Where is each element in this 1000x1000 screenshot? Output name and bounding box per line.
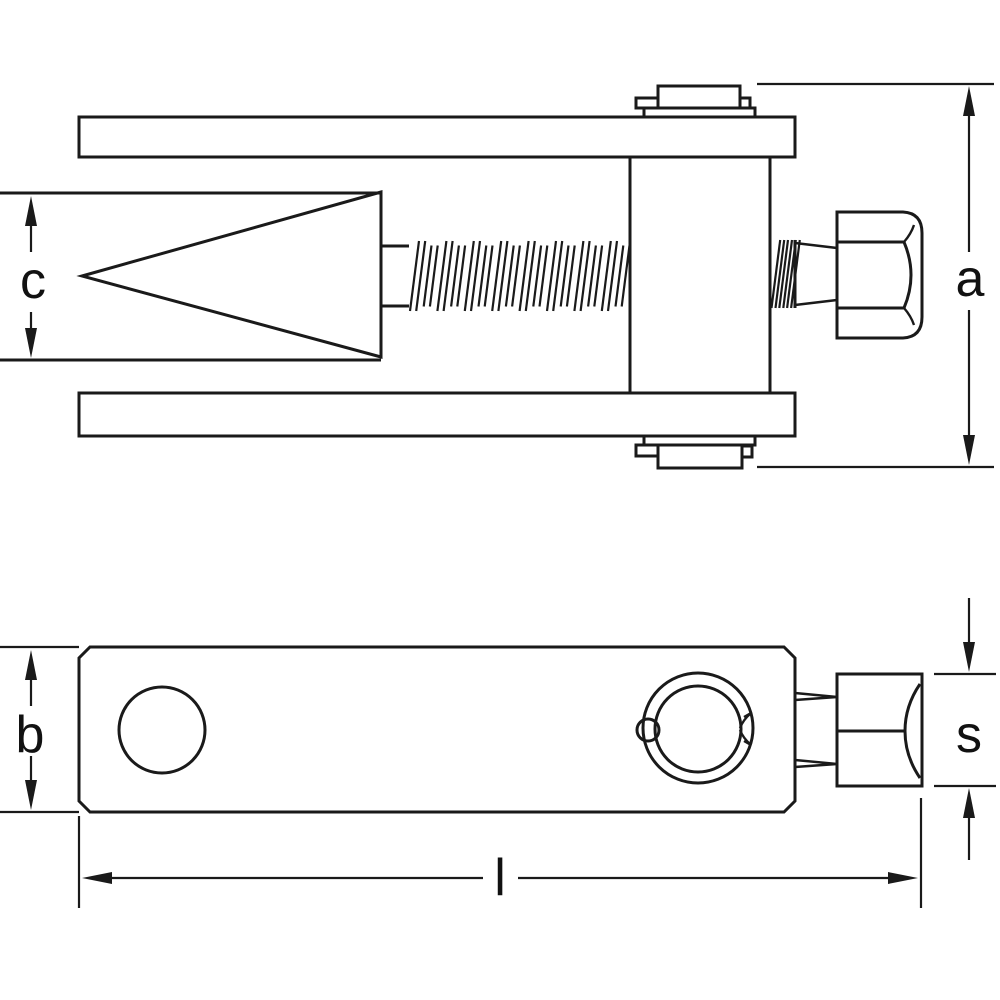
dimension-b-extension-lines [0,645,79,814]
side-view [0,84,924,470]
screw-thread-left [408,240,631,312]
retaining-ring-outer [641,671,755,785]
shank-taper-lines [794,241,838,307]
dimension-l-extension-lines [77,798,923,908]
dimension-s-arrow-up [963,788,975,818]
dimension-a-arrow-up [963,86,975,116]
upper-nut [656,84,742,110]
plan-view [77,645,924,814]
dimension-c-arrow-up [25,196,37,226]
ring-eye-hole [635,717,661,743]
dimension-l: l [77,798,923,908]
dimension-c-arrow-down [25,328,37,358]
lower-lock-nut [634,434,757,470]
upper-lock-nut [634,84,757,119]
hex-head-facet-arc [902,241,913,309]
clevis-pin [653,684,743,774]
dimension-b-arrow-up [25,650,37,680]
ring-split-ears [738,711,752,747]
pin-bore [117,685,207,775]
dimension-a: a [757,82,994,469]
lower-nut-right-tab [740,444,754,459]
dimension-s: s [934,598,996,860]
upper-washer [642,106,757,119]
dimension-a-label: a [956,250,985,308]
lower-nut-left-tab [634,443,660,458]
hex-head-corner-arcs [903,224,916,326]
dimension-b-arrow-down [25,780,37,810]
top-jaw-bar [77,115,797,159]
hex-head-facet-lines [837,240,904,310]
dimension-c: c [20,196,46,358]
dimension-s-extension-lines [934,672,996,788]
center-block [628,157,772,393]
hex-nut-facet-arcs [903,683,922,779]
dimension-b: b [0,645,79,814]
spreading-wedge [76,190,383,359]
bottom-jaw-bar [77,391,797,438]
dimension-a-extension-lines [757,82,994,469]
dimension-s-label: s [956,706,982,764]
jaw-opening-lines [0,191,381,362]
dimension-s-arrow-down [963,642,975,672]
clevis-body [77,645,797,814]
shank-stub-lines [794,691,838,769]
hex-drive-head [835,210,924,340]
dimension-l-label: l [494,849,506,907]
dimension-l-arrow-right [888,872,918,884]
dimension-a-arrow-down [963,435,975,465]
dimension-c-label: c [20,252,46,310]
dimension-b-label: b [16,706,45,764]
spindle-shaft [381,244,409,308]
lower-nut [656,443,744,470]
dimension-l-arrow-left [82,872,112,884]
